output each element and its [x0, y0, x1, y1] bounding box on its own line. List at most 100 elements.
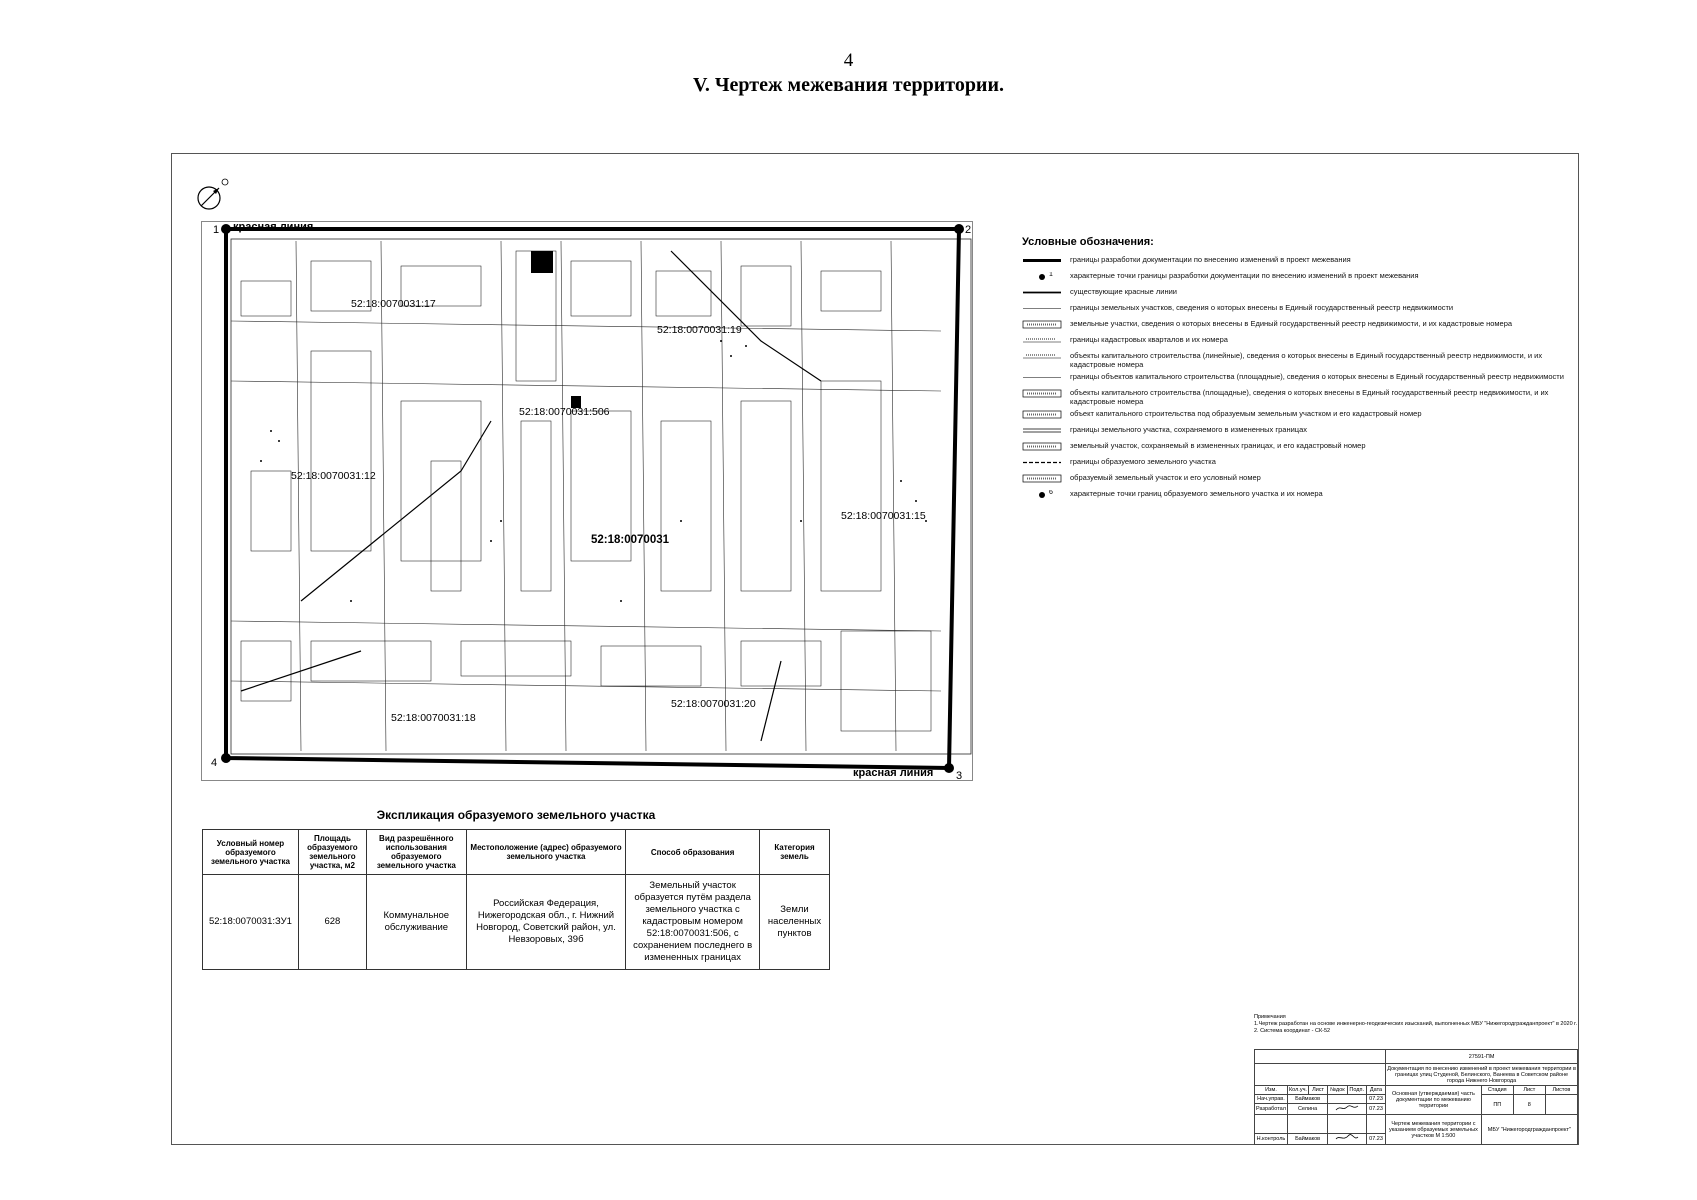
- legend: Условные обозначения: границы разработки…: [1022, 236, 1582, 505]
- notes: Примечания 1.Чертеж разработан на основе…: [1254, 1014, 1584, 1035]
- legend-item-text: характерные точки границ образуемого зем…: [1070, 489, 1323, 498]
- legend-item-text: земельные участки, сведения о которых вн…: [1070, 319, 1513, 328]
- stage-header: Стадия: [1480, 1085, 1514, 1095]
- explication-title: Экспликация образуемого земельного участ…: [376, 808, 656, 822]
- parcel-label: 52:18:0070031:506: [519, 406, 610, 418]
- sign-date: 07.23: [1365, 1133, 1387, 1145]
- explication-table: Условный номер образуемого земельного уч…: [202, 829, 830, 970]
- parcel-label: 52:18:0070031:15: [841, 510, 926, 522]
- col-header: Изм.: [1254, 1085, 1288, 1095]
- legend-item: объекты капитального строительства (площ…: [1022, 388, 1582, 406]
- document-title: Документация по внесению изменений в про…: [1385, 1063, 1578, 1086]
- label-box-symbol-icon: [1022, 442, 1062, 451]
- page-number: 4: [843, 50, 854, 71]
- legend-item-text: существующие красные линии: [1070, 287, 1177, 296]
- parcel-label: 52:18:0070031:20: [671, 698, 756, 710]
- table-header-row: Условный номер образуемого земельного уч…: [202, 829, 830, 875]
- table-header-cell: Условный номер образуемого земельного уч…: [202, 829, 299, 875]
- legend-item: границы объектов капитального строительс…: [1022, 372, 1582, 385]
- red-line-label-bottom: красная линия: [853, 767, 933, 779]
- table-header-cell: Способ образования: [625, 829, 761, 875]
- label-box-symbol-icon: [1022, 320, 1062, 329]
- table-row: 52:18:0070031:ЗУ1 628 Коммунальное обслу…: [202, 874, 830, 970]
- parcel-label: 52:18:0070031:18: [391, 712, 476, 724]
- legend-item-text: границы объектов капитального строительс…: [1070, 372, 1564, 381]
- dashed-line-symbol-icon: [1023, 461, 1061, 464]
- col-header: Дата: [1365, 1085, 1387, 1095]
- col-header: №док: [1327, 1085, 1348, 1095]
- signature-icon: [1327, 1133, 1367, 1145]
- double-line-symbol-icon: [1023, 428, 1061, 433]
- drawing-frame: [171, 153, 1579, 1145]
- label-box-symbol-icon: [1022, 389, 1062, 398]
- person-name: Баймаков: [1286, 1133, 1329, 1145]
- corner-2-label: 2: [965, 224, 971, 236]
- label-box-symbol-icon: [1022, 410, 1062, 419]
- small-label-symbol-icon: [1023, 338, 1061, 343]
- legend-item-text: образуемый земельный участок и его услов…: [1070, 473, 1261, 482]
- legend-title: Условные обозначения:: [1022, 236, 1154, 248]
- thin-line-symbol-icon: [1023, 308, 1061, 309]
- quarter-label: 52:18:0070031: [591, 534, 670, 546]
- svg-text:1: 1: [1049, 272, 1053, 278]
- legend-item-text: объект капитального строительства под об…: [1070, 409, 1422, 418]
- document-code: 27591-ПМ: [1385, 1049, 1578, 1064]
- table-cell: Коммунальное обслуживание: [365, 874, 467, 970]
- notes-line: 1.Чертеж разработан на основе инженерно-…: [1254, 1021, 1578, 1027]
- parcel-label: 52:18:0070031:19: [657, 324, 742, 336]
- map-frame: [201, 221, 973, 781]
- legend-item-text: границы кадастровых кварталов и их номер…: [1070, 335, 1228, 344]
- parcel-label: 52:18:0070031:17: [351, 298, 436, 310]
- table-header-cell: Категория земель: [759, 829, 830, 875]
- title-block: 27591-ПМ Документация по внесению измене…: [1253, 1049, 1579, 1145]
- north-arrow-icon: [197, 178, 229, 210]
- table-cell: Российская Федерация, Нижегородская обл.…: [465, 874, 627, 970]
- legend-item: 1 характерные точки границы разработки до…: [1022, 271, 1582, 284]
- legend-item-text: объекты капитального строительства (площ…: [1070, 388, 1549, 406]
- notes-line: 2. Система координат - СК-52: [1254, 1028, 1331, 1034]
- thick-bar-symbol-icon: [1023, 259, 1061, 262]
- legend-item-text: границы земельного участка, сохраняемого…: [1070, 425, 1308, 434]
- table-cell: 52:18:0070031:ЗУ1: [202, 874, 299, 970]
- dot-1-symbol-icon: 1: [1039, 272, 1053, 280]
- legend-item-text: границы разработки документации по внесе…: [1070, 255, 1351, 264]
- section-name: Основная (утверждаемая) часть документац…: [1385, 1085, 1482, 1115]
- dot-6-symbol-icon: 6: [1039, 490, 1053, 498]
- person-name: Баймаков: [1286, 1094, 1329, 1104]
- legend-item: 6 характерные точки границ образуемого зе…: [1022, 489, 1582, 502]
- red-line-label-top: красная линия: [233, 221, 313, 233]
- sign-date: 07.23: [1365, 1103, 1387, 1115]
- legend-item: границы разработки документации по внесе…: [1022, 255, 1582, 268]
- col-header: Лист: [1307, 1085, 1329, 1095]
- role: Разработал: [1254, 1103, 1288, 1115]
- legend-item: образуемый земельный участок и его услов…: [1022, 473, 1582, 486]
- legend-item-text: земельный участок, сохраняемый в изменен…: [1070, 441, 1366, 450]
- col-header: Подп.: [1346, 1085, 1367, 1095]
- label-box-symbol-icon: [1022, 474, 1062, 483]
- sign-date: 07.23: [1365, 1094, 1387, 1104]
- legend-item: границы земельных участков, сведения о к…: [1022, 303, 1582, 316]
- parcel-label: 52:18:0070031:12: [291, 470, 376, 482]
- legend-item-text: границы земельных участков, сведения о к…: [1070, 303, 1454, 312]
- legend-item: границы образуемого земельного участка: [1022, 457, 1582, 470]
- table-cell: 628: [297, 874, 367, 970]
- role: Нач.управ.: [1254, 1094, 1288, 1104]
- legend-item: границы земельного участка, сохраняемого…: [1022, 425, 1582, 438]
- legend-item: объект капитального строительства под об…: [1022, 409, 1582, 422]
- role: Н.контроль: [1254, 1133, 1288, 1145]
- sheets-header: Листов: [1544, 1085, 1579, 1095]
- sheet-title: Чертеж межевания территории с указанием …: [1385, 1114, 1482, 1145]
- stage-value: ПП: [1480, 1094, 1514, 1115]
- table-header-cell: Вид разрешённого использования образуемо…: [365, 829, 467, 875]
- corner-1-label: 1: [213, 224, 219, 236]
- table-header-cell: Местоположение (адрес) образуемого земел…: [465, 829, 627, 875]
- table-cell: Земельный участок образуется путём разде…: [625, 874, 761, 970]
- legend-list: границы разработки документации по внесе…: [1022, 255, 1582, 502]
- svg-text:6: 6: [1049, 490, 1053, 496]
- thin-line-symbol-icon: [1023, 377, 1061, 378]
- legend-item-text: характерные точки границы разработки док…: [1070, 271, 1419, 280]
- legend-item: объекты капитального строительства (лине…: [1022, 351, 1582, 369]
- sheet-header: Лист: [1512, 1085, 1546, 1095]
- small-label-symbol-icon: [1023, 354, 1061, 359]
- person-name: Селина: [1286, 1103, 1329, 1115]
